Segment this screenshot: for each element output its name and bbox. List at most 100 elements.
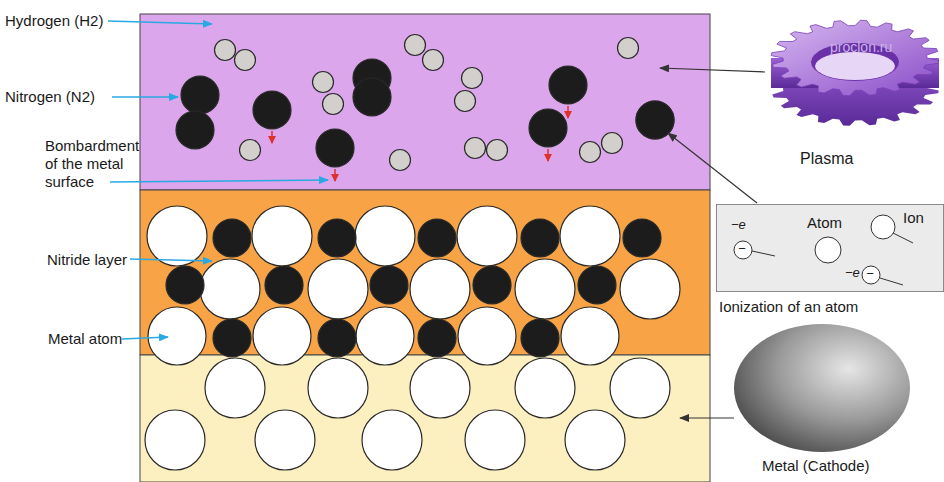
nitrogen-atom	[253, 91, 291, 129]
electron-sign: −	[738, 242, 746, 256]
label-text: proclon.ru	[830, 38, 920, 56]
bombard-arrow	[547, 149, 549, 161]
metal-atom	[355, 206, 415, 266]
metal-atom	[465, 410, 525, 470]
nitrogen-atom	[265, 266, 303, 304]
ion-symbol	[871, 215, 895, 239]
metal-atom	[255, 410, 315, 470]
caption-text: Ionization of an atom	[719, 299, 858, 315]
metal-atom	[458, 307, 516, 365]
atom-label: Atom	[807, 215, 842, 231]
bombard-arrow	[334, 169, 336, 181]
nitrogen-atom	[521, 219, 559, 257]
metal-atom	[205, 358, 265, 418]
metal-atom	[200, 259, 260, 319]
electron-symbol	[862, 266, 880, 284]
nitrogen-atom	[549, 66, 587, 104]
hydrogen-atom	[405, 35, 426, 56]
gear-top	[771, 20, 939, 95]
electron-label: −e	[731, 217, 746, 233]
hydrogen-atom	[455, 91, 476, 112]
nitrogen-atom	[318, 319, 356, 357]
hydrogen-atom	[580, 142, 601, 163]
leader-arrow	[110, 180, 328, 182]
electron-trail	[752, 251, 775, 256]
nitrogen-atom	[418, 319, 456, 357]
metal-atom	[356, 307, 414, 365]
nitrogen-atom	[318, 219, 356, 257]
nitrogen-atom	[623, 219, 661, 257]
label-text: Nitride layer	[47, 251, 137, 269]
metal-atom	[560, 206, 620, 266]
metal-atom	[253, 307, 311, 365]
nitrogen-atom	[181, 76, 219, 114]
pointer-arrow	[680, 417, 734, 418]
gear-hole-floor	[815, 52, 895, 80]
nitrogen-atom	[370, 266, 408, 304]
metal-atom	[148, 307, 206, 365]
metal-atom	[147, 206, 207, 266]
metal-atom	[252, 206, 312, 266]
ionization-box: Ionization of an atomAtomIon−e−−e−	[716, 204, 944, 292]
metal-atom	[410, 259, 470, 319]
nitrogen-atom	[176, 111, 214, 149]
hydrogen-atom	[240, 140, 261, 161]
label-text: Bombardment of the metal surface	[45, 137, 145, 191]
label-text: Plasma	[800, 150, 890, 168]
electron-symbol	[734, 241, 752, 259]
leader-arrow	[122, 337, 168, 339]
electron-sign: −	[866, 267, 874, 281]
metal-disk	[734, 324, 910, 452]
metal-atom	[515, 358, 575, 418]
electron-label: −e	[845, 265, 860, 281]
metal-atom	[561, 307, 619, 365]
hydrogen-atom	[602, 133, 623, 154]
nitrogen-atom	[353, 78, 391, 116]
metal-atom	[620, 259, 680, 319]
bombard-arrow	[567, 106, 569, 118]
bombard-arrow	[271, 131, 273, 143]
metal-atom	[610, 358, 670, 418]
leader-arrow	[108, 21, 212, 24]
hydrogen-atom	[390, 150, 411, 171]
ion-label: Ion	[903, 210, 924, 226]
nitrogen-atom	[213, 319, 251, 357]
ion-trail	[893, 233, 913, 243]
label-text: Nitrogen (N2)	[5, 88, 115, 106]
hydrogen-atom	[618, 38, 639, 59]
metal-atom	[457, 206, 517, 266]
hydrogen-atom	[487, 140, 508, 161]
nitrogen-atom	[418, 219, 456, 257]
hydrogen-atom	[462, 68, 483, 89]
atom-symbol	[815, 237, 841, 263]
leader-arrow	[130, 259, 212, 261]
nitrogen-atom	[578, 266, 616, 304]
nitrogen-atom	[316, 129, 354, 167]
hydrogen-atom	[235, 50, 256, 71]
hydrogen-atom	[313, 72, 334, 93]
label-text: Metal (Cathode)	[762, 457, 912, 475]
hydrogen-atom	[423, 50, 444, 71]
nitrogen-atom	[473, 266, 511, 304]
metal-atom	[362, 410, 422, 470]
metal-atom	[145, 410, 205, 470]
nitrogen-atom	[521, 319, 559, 357]
hydrogen-atom	[323, 94, 344, 115]
label-text: Hydrogen (H2)	[5, 12, 115, 30]
metal-atom	[565, 410, 625, 470]
nitrogen-atom	[529, 109, 567, 147]
hydrogen-atom	[465, 138, 486, 159]
metal-band	[140, 355, 710, 482]
leader-arrow	[112, 96, 178, 98]
hydrogen-atom	[215, 40, 236, 61]
label-text: Metal atom	[48, 330, 128, 348]
metal-atom	[308, 358, 368, 418]
metal-atom	[410, 358, 470, 418]
nitrogen-atom	[213, 219, 251, 257]
electron-trail	[880, 278, 903, 285]
plasma-band	[140, 14, 710, 190]
metal-atom	[308, 259, 368, 319]
metal-atom	[515, 259, 575, 319]
pointer-arrow	[660, 68, 765, 72]
nitrogen-atom	[166, 266, 204, 304]
